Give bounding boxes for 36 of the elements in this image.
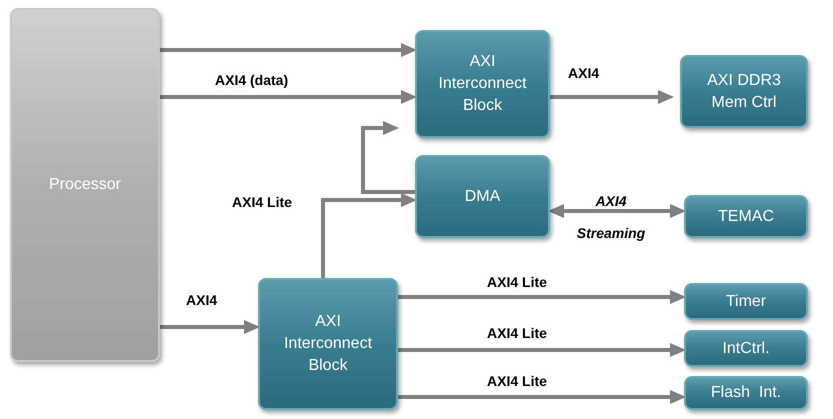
arrow [398,343,686,357]
block-label: AXI DDR3 Mem Ctrl [706,70,782,112]
processor-block [10,8,160,362]
component-block [415,155,550,238]
arrow [321,193,417,278]
arrow [160,43,417,57]
arrow [550,90,674,104]
component-block [684,195,808,238]
component-block [684,283,808,320]
block-label: Processor [48,175,122,195]
edge-label: AXI4 [568,64,600,83]
arrow [398,290,686,304]
edge-label: AXI4 Lite [487,273,547,292]
component-block [258,278,398,410]
component-block [684,330,808,367]
edge-label: AXI4 Streaming [576,192,646,243]
edge-label: AXI4 Lite [487,372,547,391]
edge-label: AXI4 Lite [232,193,292,212]
edge-label: AXI4 [186,291,218,310]
block-label: TEMAC [717,206,775,226]
arrow [361,121,415,194]
arrow [160,90,417,104]
arrow [160,320,260,334]
component-block [680,55,808,128]
block-label: Flash Int. [710,383,782,403]
component-block [684,376,808,410]
arrow [548,204,686,218]
edge-label: AXI4 (data) [215,71,288,90]
arrow [398,390,686,404]
block-label: IntCtrl. [721,338,771,358]
block-label: Timer [724,292,768,312]
block-label: DMA [464,186,502,206]
edge-label: AXI4 Lite [487,324,547,343]
component-block [415,30,550,138]
block-label: AXI Interconnect Block [437,52,528,116]
block-label: AXI Interconnect Block [282,312,374,376]
